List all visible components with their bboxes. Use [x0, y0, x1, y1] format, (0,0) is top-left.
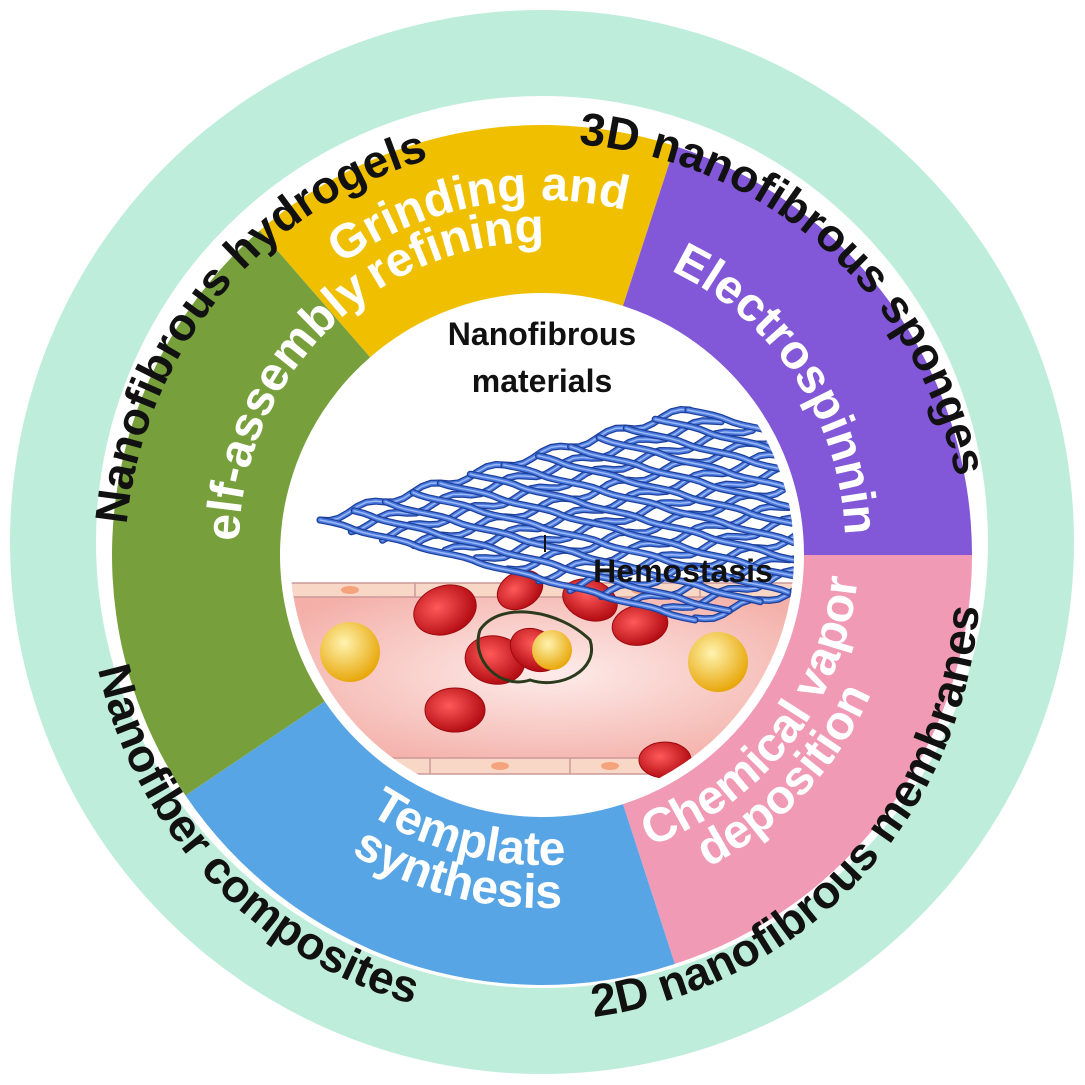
center-title-line2: materials: [472, 363, 613, 399]
segment-cvd: [622, 555, 972, 964]
segment-self-assembly: [112, 230, 371, 796]
nanofiber-mesh: [316, 405, 794, 624]
nanofiber-strand: [625, 427, 794, 530]
platelet: [320, 622, 380, 682]
method-segments: [112, 125, 972, 985]
nanofiber-strand: [503, 464, 794, 566]
segment-template: [185, 701, 675, 985]
nanofiber-strand: [654, 418, 794, 520]
nanofiber-strand: [384, 500, 762, 603]
segment-grinding: [259, 125, 675, 358]
center-title-line1: Nanofibrous: [448, 316, 636, 352]
nanofiber-strand: [687, 409, 794, 511]
nanofiber-strand: [537, 455, 794, 557]
nanofiber-strand: [319, 519, 696, 621]
nanofiber-strand: [412, 491, 789, 594]
nanofiber-strand: [469, 473, 794, 575]
nanofiber-strand: [439, 482, 794, 585]
red-blood-cell: [424, 687, 486, 733]
hemostasis-label: Hemostasis: [593, 553, 773, 589]
center-illustration: [290, 405, 794, 779]
fibrin-clot: [476, 610, 594, 685]
segment-electrospinning: [622, 146, 972, 555]
nanofiber-strand: [353, 510, 730, 612]
nanofiber-strand: [663, 496, 794, 609]
nanofiber-strand: [569, 479, 794, 592]
platelet: [688, 632, 748, 692]
platelet: [532, 630, 572, 670]
red-blood-cell: [413, 584, 477, 636]
nanofiber-strand: [569, 445, 794, 548]
